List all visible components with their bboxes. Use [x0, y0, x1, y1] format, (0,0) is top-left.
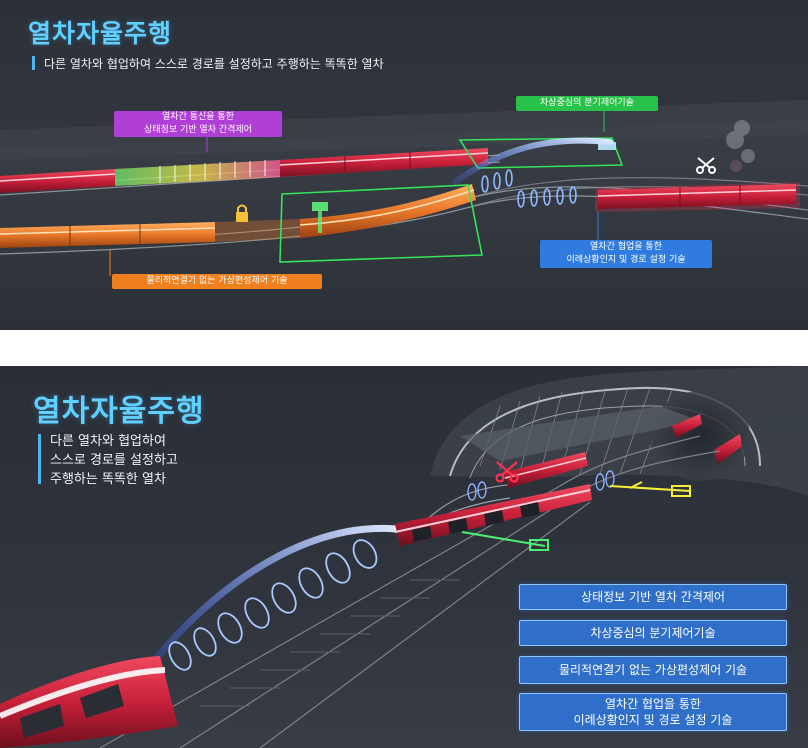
subtitle-bar	[38, 434, 41, 484]
callout-communication-line2: 상태정보 기반 열차 간격제어	[144, 125, 252, 135]
platform	[460, 406, 700, 461]
horizon	[0, 100, 808, 160]
page-title: 열차자율주행	[28, 19, 173, 48]
broken-train	[595, 182, 800, 212]
callout-virtual-coupling: 물리적연결기 없는 가상편성제어 기술	[112, 274, 322, 289]
bottom-rail-scene	[0, 366, 808, 748]
feature-label-line1: 열차간 협업을 통한	[605, 697, 701, 711]
bottom-panel: 열차자율주행 다른 열차와 협업하여 스스로 경로를 설정하고 주행하는 똑똑한…	[0, 366, 808, 748]
far-trains	[672, 414, 742, 464]
subtitle-bar	[32, 56, 35, 70]
callout-communication-line1: 열차간 통신을 통한	[162, 112, 234, 122]
communication-zone	[115, 160, 280, 186]
page-subtitle: 다른 열차와 협업하여 스스로 경로를 설정하고 주행하는 똑똑한 열차	[50, 432, 178, 489]
subtitle-line-3: 주행하는 똑똑한 열차	[50, 472, 166, 487]
scissors-icon	[495, 461, 519, 483]
junction-marker-icon	[609, 481, 691, 497]
subtitle-line-1: 다른 열차와 협업하여	[50, 434, 166, 449]
branch-train	[504, 452, 588, 488]
callout-cooperation-line2: 이례상황인지 및 경로 설정 기술	[566, 255, 686, 265]
front-train	[0, 656, 178, 748]
upper-train-left	[0, 169, 116, 193]
callout-onboard-branch: 차상중심의 분기제어기술	[516, 96, 658, 111]
callout-pointers	[109, 111, 605, 276]
feature-label: 물리적연결기 없는 가상편성제어 기술	[558, 663, 748, 677]
feature-interval-control: 상태정보 기반 열차 간격제어	[519, 584, 787, 610]
callout-cooperation-line1: 열차간 협업을 통한	[590, 242, 662, 252]
rail-ties	[200, 579, 460, 707]
subtitle-line-2: 스스로 경로를 설정하고	[50, 453, 178, 468]
junction-marker-icon	[461, 531, 549, 551]
feature-cooperation: 열차간 협업을 통한 이례상황인지 및 경로 설정 기술	[519, 693, 787, 731]
callout-cooperation: 열차간 협업을 통한 이례상황인지 및 경로 설정 기술	[540, 240, 712, 268]
feature-virtual-coupling: 물리적연결기 없는 가상편성제어 기술	[519, 656, 787, 684]
junction-marker-icon	[312, 142, 616, 233]
orange-train	[0, 184, 476, 248]
signal-arc	[452, 137, 613, 185]
feature-label: 차상중심의 분기제어기술	[590, 626, 716, 640]
upper-train-right	[279, 148, 489, 177]
lock-icon	[236, 204, 248, 222]
smoke	[726, 120, 755, 172]
page-subtitle: 다른 열차와 협업하여 스스로 경로를 설정하고 주행하는 똑똑한 열차	[44, 57, 384, 71]
signal-arc	[146, 524, 414, 670]
scissors-icon	[696, 157, 716, 174]
feature-label: 상태정보 기반 열차 간격제어	[581, 590, 725, 604]
callout-communication: 열차간 통신을 통한 상태정보 기반 열차 간격제어	[114, 111, 282, 137]
page-title: 열차자율주행	[33, 394, 205, 429]
feature-label-line2: 이례상황인지 및 경로 설정 기술	[573, 713, 733, 727]
signal-rings	[481, 169, 577, 208]
middle-train	[394, 484, 592, 546]
feature-branch-control: 차상중심의 분기제어기술	[519, 620, 787, 646]
signal-rings	[168, 539, 378, 671]
top-panel: 열차자율주행 다른 열차와 협업하여 스스로 경로를 설정하고 주행하는 똑똑한…	[0, 0, 808, 330]
